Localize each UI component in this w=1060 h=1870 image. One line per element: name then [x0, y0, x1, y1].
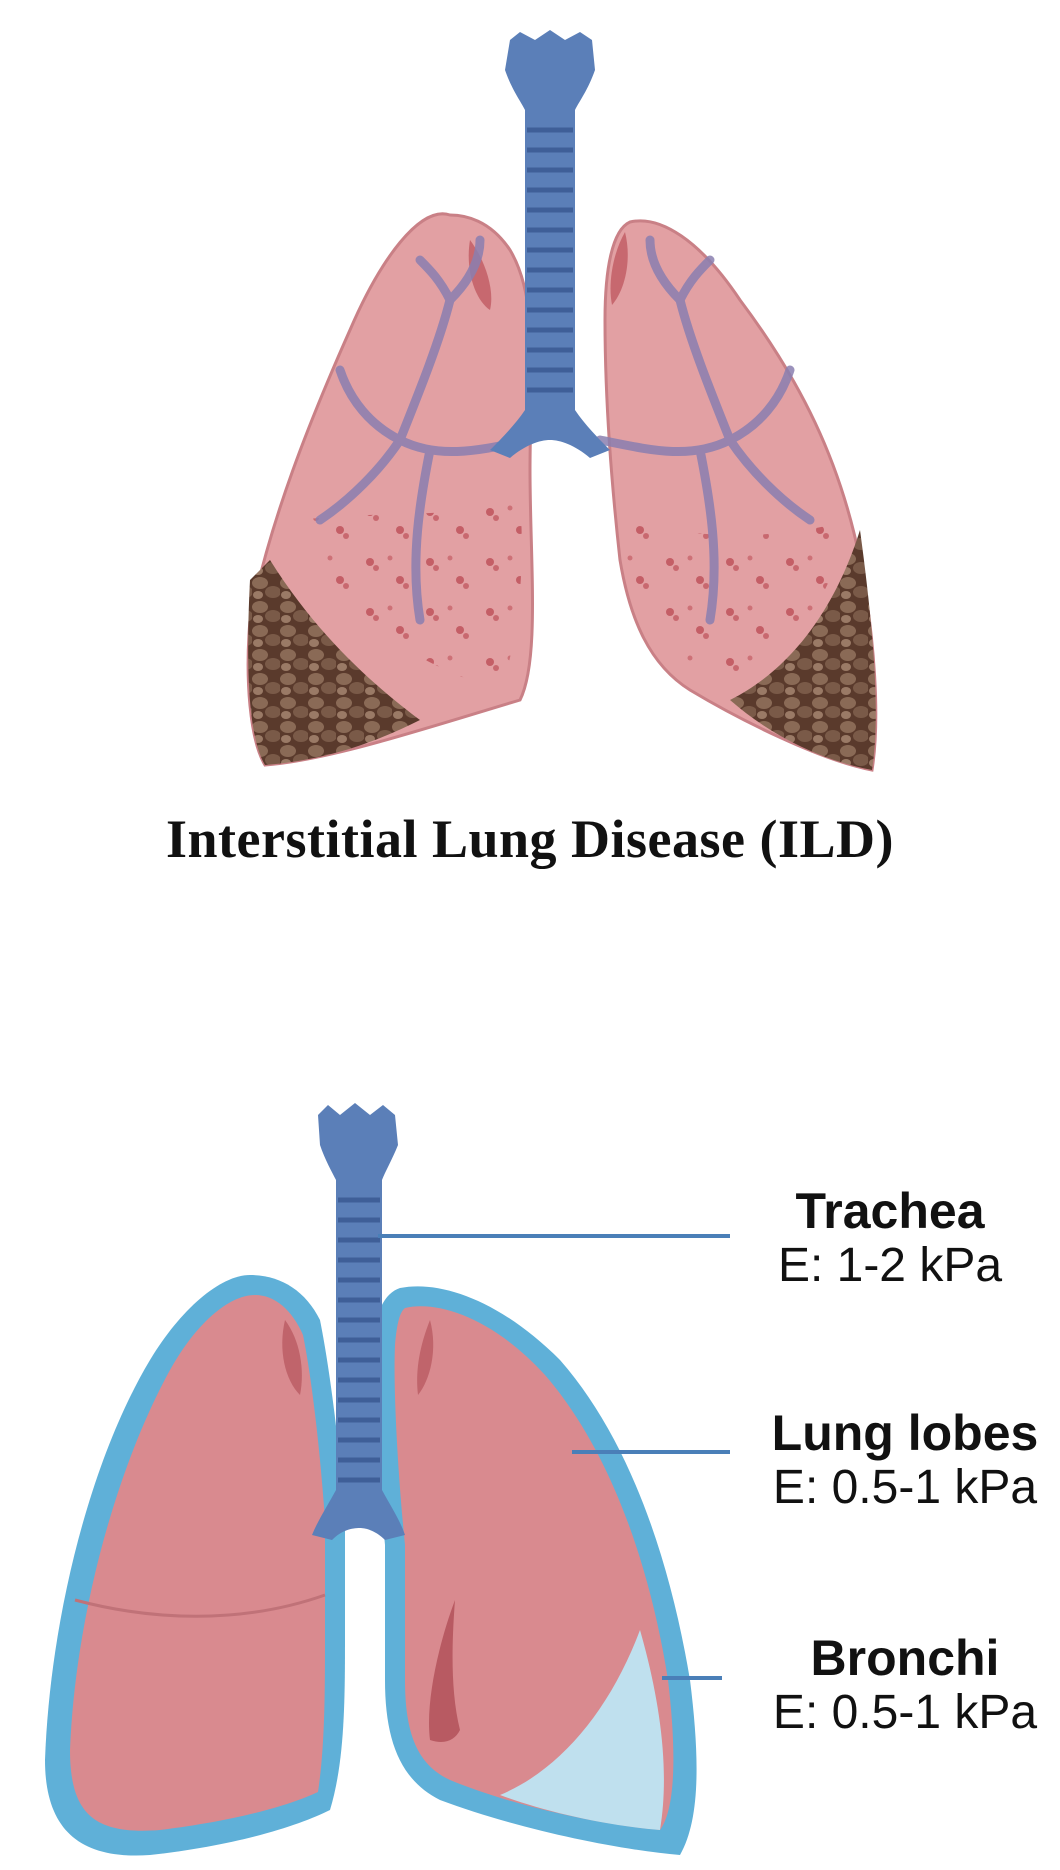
trachea-label: Trachea E: 1-2 kPa — [730, 1183, 1050, 1293]
pleura — [45, 1275, 697, 1856]
lung-lobes-label-value: E: 0.5-1 kPa — [750, 1461, 1060, 1515]
trachea-lower — [312, 1103, 405, 1540]
trachea-label-value: E: 1-2 kPa — [730, 1239, 1050, 1293]
bronchi-label-name: Bronchi — [750, 1630, 1060, 1686]
right-lung — [605, 221, 876, 770]
bronchi-label-value: E: 0.5-1 kPa — [750, 1686, 1060, 1740]
figure-title: Interstitial Lung Disease (ILD) — [0, 808, 1060, 870]
right-lung-lobe — [395, 1306, 674, 1830]
bronchi-label: Bronchi E: 0.5-1 kPa — [750, 1630, 1060, 1740]
trachea-label-name: Trachea — [730, 1183, 1050, 1239]
lung-lobes-label: Lung lobes E: 0.5-1 kPa — [750, 1405, 1060, 1515]
ild-lungs-illustration — [0, 0, 1060, 800]
left-lung-lobe — [70, 1295, 325, 1831]
left-lung — [248, 214, 532, 765]
lung-lobes-label-name: Lung lobes — [750, 1405, 1060, 1461]
